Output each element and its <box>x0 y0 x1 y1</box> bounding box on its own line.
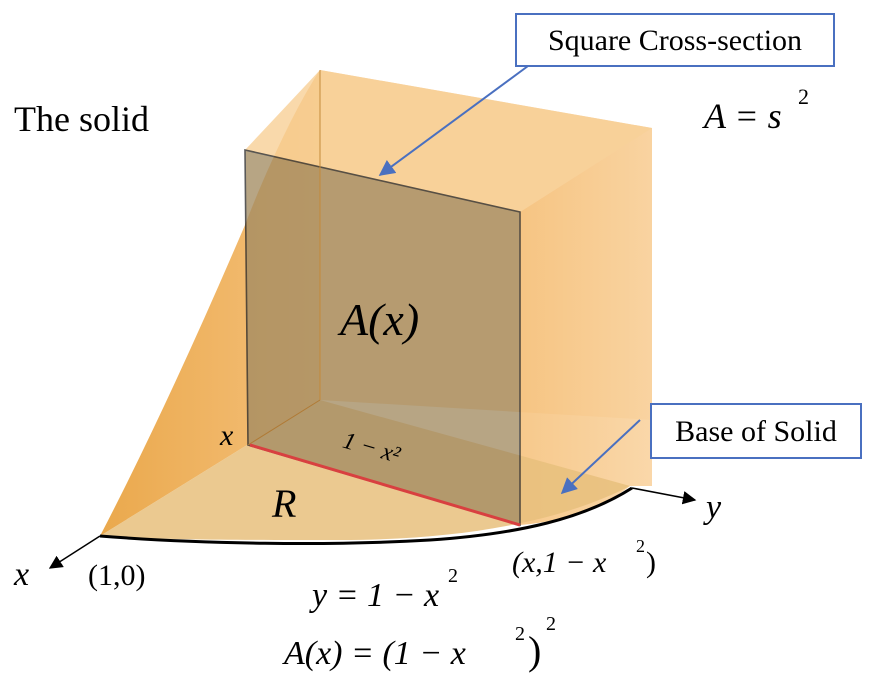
base-callout-arrow <box>560 419 641 495</box>
heading: The solid <box>14 99 149 139</box>
solid-right-face <box>520 128 652 525</box>
side-length-segment <box>249 443 521 527</box>
y-axis-label: y <box>703 489 722 526</box>
final-formula-close: ) <box>528 628 541 673</box>
point-curve-close: ) <box>646 546 656 579</box>
region-label: R <box>271 481 296 526</box>
cross-section-area-label: A(x) <box>337 294 419 345</box>
curve-equation-exponent: 2 <box>448 565 458 587</box>
base-curve <box>99 486 633 545</box>
cross-section-callout-arrow <box>378 65 529 176</box>
cross-section-callout-text: Square Cross-section <box>548 24 802 57</box>
final-formula: A(x) = (1 − x <box>282 635 466 672</box>
base-callout-box <box>650 403 862 459</box>
area-formula: A = s <box>702 96 782 136</box>
x-tick-label: x <box>219 419 234 452</box>
curve-equation: y = 1 − x <box>309 577 439 614</box>
final-formula-inner-exponent: 2 <box>515 623 525 645</box>
base-callout-text: Base of Solid <box>675 415 837 448</box>
final-formula-outer-exponent: 2 <box>546 613 556 635</box>
cross-section-callout-box <box>515 13 835 67</box>
area-formula-exponent: 2 <box>798 84 809 109</box>
x-axis <box>48 535 101 569</box>
y-axis <box>631 487 697 505</box>
point-1-0-label: (1,0) <box>88 559 145 592</box>
x-axis-label: x <box>13 556 29 593</box>
inner-base-edge <box>247 399 321 446</box>
solid-front-upper <box>245 70 652 212</box>
point-curve-exponent: 2 <box>636 536 645 556</box>
point-curve-label: (x,1 − x <box>512 546 607 579</box>
